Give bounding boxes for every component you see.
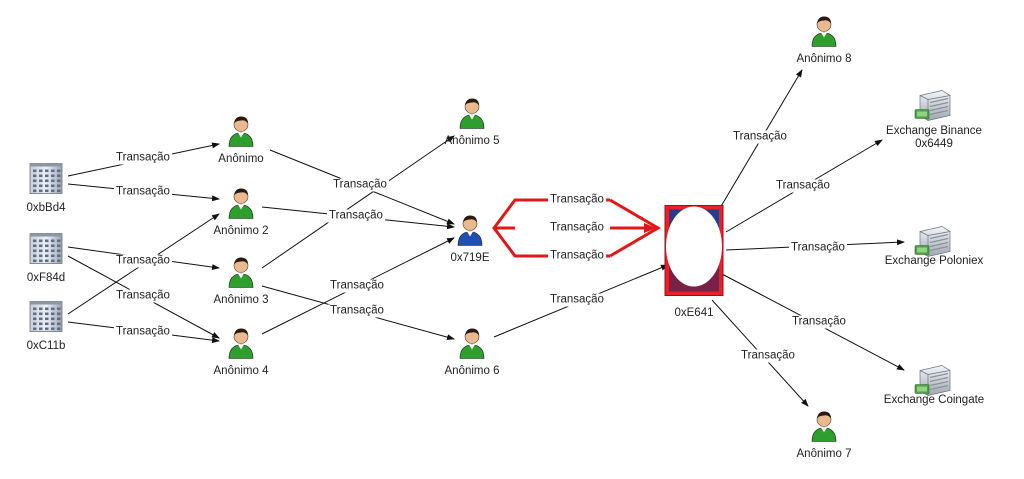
edge-label-red-bottom: Transação (548, 249, 606, 263)
person-icon (226, 255, 256, 294)
edge-label-hub-a8: Transação (731, 130, 789, 144)
edge-label-hub-binance: Transação (774, 179, 832, 193)
building-icon (28, 299, 64, 338)
node-label: 0xE641 (674, 307, 714, 319)
building-icon (28, 161, 64, 200)
node-label: 0xC11b (26, 340, 66, 352)
person-icon (226, 326, 256, 365)
edge-label-w3-a4: Transação (114, 325, 172, 339)
person-icon (809, 409, 839, 448)
edge-label-w1-a0: Transação (114, 151, 172, 165)
edge-label-w2-a3: Transação (114, 254, 172, 268)
node-label: Anônimo 4 (213, 365, 269, 377)
edge-label-hub-poloniex: Transação (789, 241, 847, 255)
edge-label-a4-center: Transação (328, 279, 386, 293)
hub-icon (664, 205, 724, 302)
edge-label-a3-a6: Transação (328, 304, 386, 318)
node-label: 0xF84d (26, 272, 66, 284)
node-label: Exchange Binance 0x6449 (886, 125, 982, 150)
edge-label-hub-coingate: Transação (790, 315, 848, 329)
node-label: Anônimo 8 (796, 53, 852, 65)
node-label: Exchange Coingate (883, 394, 985, 406)
edge-label-red-middle: Transação (548, 221, 606, 235)
node-label: Anônimo 3 (213, 294, 269, 306)
edge-label-a2-center: Transação (327, 209, 385, 223)
server-icon (914, 363, 954, 402)
node-label: Anônimo 2 (213, 225, 269, 237)
edge-label-red-top: Transação (548, 193, 606, 207)
node-label: Anônimo (218, 153, 264, 165)
person-icon (455, 213, 485, 252)
person-icon (457, 326, 487, 365)
node-label: Exchange Poloniex (884, 255, 984, 267)
person-icon (226, 114, 256, 153)
edge-label-hub-a7: Transação (739, 349, 797, 363)
node-label: Anônimo 5 (444, 135, 500, 147)
person-icon (226, 186, 256, 225)
server-icon (914, 88, 954, 127)
edge-label-w1-a2: Transação (114, 185, 172, 199)
node-label: Anônimo 6 (444, 365, 500, 377)
server-icon (914, 224, 954, 263)
node-label: 0x719E (450, 252, 490, 264)
edge-label-a6-hub: Transação (548, 293, 606, 307)
person-icon (457, 96, 487, 135)
person-icon (809, 14, 839, 53)
red-edge-right-hexagon (609, 198, 661, 258)
edge-label-w2-a4: Transação (114, 289, 172, 303)
node-label: Anônimo 7 (796, 448, 852, 460)
node-label: 0xbBd4 (26, 202, 66, 214)
building-icon (28, 231, 64, 270)
edge-label-a0-center: Transação (331, 178, 389, 192)
edge-a3-a5 (261, 135, 455, 269)
